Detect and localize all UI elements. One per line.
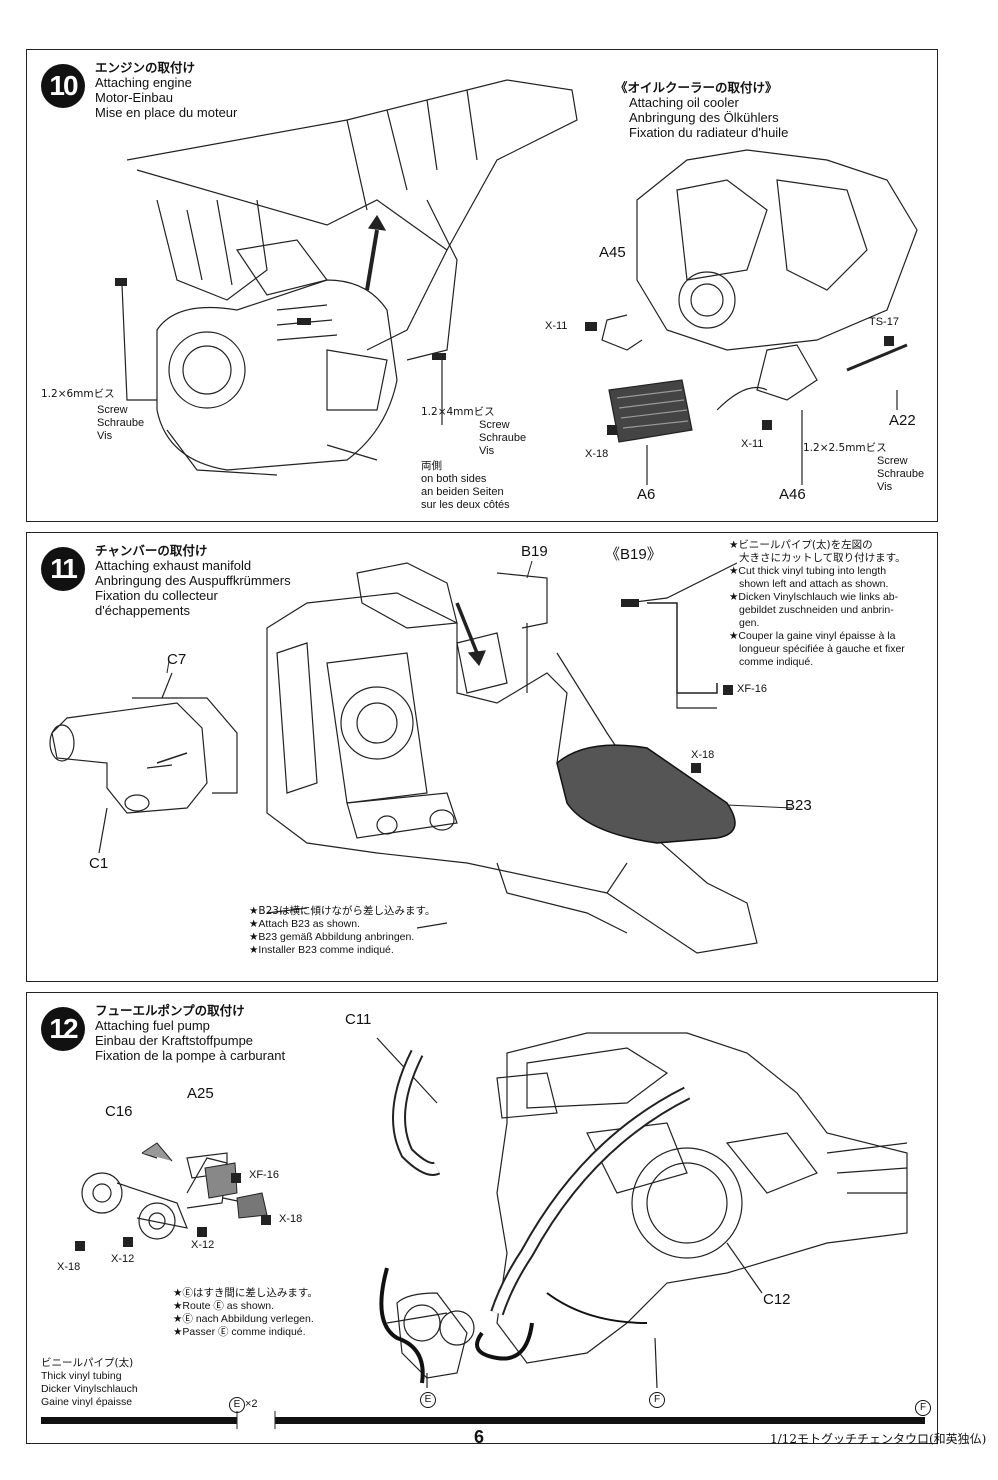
exhaust-manifold-illustration — [49, 560, 793, 954]
tube-cut-note: ★ビニールパイプ(太)を左図の 大きさにカットして取り付けます。 ★Cut th… — [729, 539, 906, 668]
tube-f-marker: F — [649, 1389, 665, 1408]
part-c7: C7 — [167, 651, 187, 668]
part-x18-b: X-18 — [57, 1261, 81, 1273]
screw-left-label: 1.2×6mmビス — [41, 388, 115, 400]
oil-cooler-titles: 《オイルクーラーの取付け》 Attaching oil cooler Anbri… — [615, 80, 789, 140]
part-x18: X-18 — [691, 749, 715, 761]
step-11-panel: 11 チャンバーの取付け Attaching exhaust manifold … — [26, 532, 938, 982]
step-10-titles: エンジンの取付け Attaching engine Motor-Einbau M… — [95, 60, 238, 120]
tube-f-length-label: F — [915, 1397, 931, 1416]
engine-frame-illustration — [115, 79, 918, 485]
thick-tubing-label: ビニールパイプ(太) Thick vinyl tubing Dicker Vin… — [41, 1357, 138, 1408]
b23-part-shape — [556, 744, 736, 844]
part-ts17: TS-17 — [869, 316, 899, 328]
part-c16: C16 — [105, 1103, 133, 1120]
screw-left-names: Screw Schraube Vis — [97, 404, 145, 442]
part-a45: A45 — [599, 244, 626, 261]
part-x18: X-18 — [585, 448, 609, 460]
part-a46: A46 — [779, 486, 806, 503]
part-a22: A22 — [889, 412, 916, 429]
step-number-badge: 11 — [41, 547, 85, 591]
b23-attach-note: ★B23は横に傾けながら差し込みます。 ★Attach B23 as shown… — [249, 905, 436, 956]
part-xf16: XF-16 — [249, 1169, 279, 1181]
fuel-pump-illustration — [41, 1032, 925, 1429]
part-c1: C1 — [89, 855, 109, 872]
part-x11-a: X-11 — [545, 320, 568, 332]
part-x18-a: X-18 — [279, 1213, 303, 1225]
part-c11: C11 — [345, 1011, 372, 1028]
route-e-note: ★Ⓔはすき間に差し込みます。 ★Route Ⓔ as shown. ★Ⓔ nac… — [173, 1287, 318, 1338]
footer-title: 1/12モトグッチチェンタウロ(和英独仏) — [770, 1432, 987, 1446]
part-x12-b: X-12 — [111, 1253, 135, 1265]
step-12-panel: 12 フューエルポンプの取付け Attaching fuel pump Einb… — [26, 992, 938, 1444]
part-c12: C12 — [763, 1291, 791, 1308]
part-x12-a: X-12 — [191, 1239, 215, 1251]
step-number-badge: 10 — [41, 64, 85, 108]
tube-f-length-bar — [275, 1417, 925, 1424]
tube-e-marker: E — [420, 1389, 436, 1408]
part-x11-b: X-11 — [741, 438, 764, 450]
part-b23: B23 — [785, 797, 812, 814]
tube-e-length-bar — [41, 1417, 237, 1424]
part-a25: A25 — [187, 1085, 214, 1102]
tube-e-length-label: E×2 — [229, 1397, 258, 1413]
part-xf16: XF-16 — [737, 683, 767, 695]
part-a6: A6 — [637, 486, 656, 503]
screw-mid-label: 1.2×4mmビス Screw Schraube Vis — [421, 406, 527, 457]
b19-detail-label: 《B19》 — [605, 546, 662, 563]
page-number: 6 — [474, 1427, 485, 1447]
step-number-badge: 12 — [41, 1007, 85, 1051]
screw-right-label: 1.2×2.5mmビス Screw Schraube Vis — [803, 442, 925, 493]
both-sides-label: 両側 on both sides an beiden Seiten sur le… — [421, 460, 510, 511]
step-12-titles: フューエルポンプの取付け Attaching fuel pump Einbau … — [95, 1003, 286, 1063]
step-11-titles: チャンバーの取付け Attaching exhaust manifold Anb… — [95, 543, 291, 618]
part-b19: B19 — [521, 543, 548, 560]
step-10-panel: 10 エンジンの取付け Attaching engine Motor-Einba… — [26, 49, 938, 522]
